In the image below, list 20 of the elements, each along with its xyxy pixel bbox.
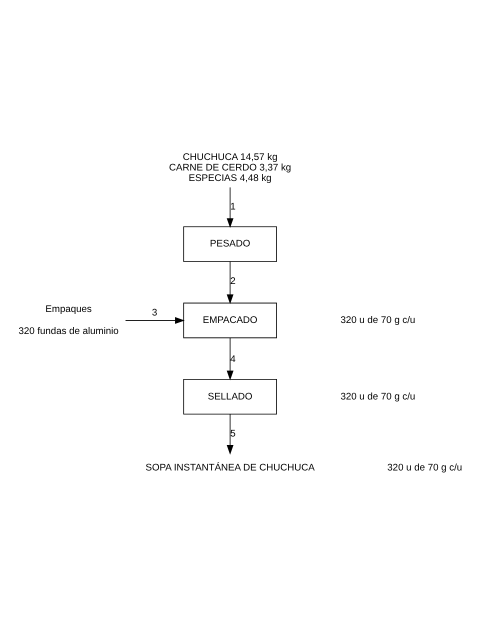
arrow xyxy=(226,186,234,228)
edge-label: 3 xyxy=(152,307,158,318)
edge-label: 4 xyxy=(230,354,236,366)
edge-label: 1 xyxy=(230,201,236,212)
label: 320 u de 70 g c/u xyxy=(387,462,462,474)
node-text: CHUCHUCA 14,57 kg CARNE DE CERDO 3,37 kg ESPECIAS 4,48 kg xyxy=(169,152,292,184)
edge-label: 2 xyxy=(230,276,236,287)
node-text: SOPA INSTANTÁNEA DE CHUCHUCA xyxy=(146,462,315,474)
arrow xyxy=(125,317,185,324)
node-text: Empaques xyxy=(45,304,92,316)
node-box: PESADO xyxy=(183,226,277,262)
label: 320 u de 70 g c/u xyxy=(340,314,416,326)
edge-label: 5 xyxy=(230,428,236,440)
node-box: EMPACADO xyxy=(183,302,277,338)
arrow xyxy=(226,337,234,380)
node-label: 320 fundas de aluminio xyxy=(18,326,119,337)
arrow xyxy=(226,261,234,304)
label: 320 u de 70 g c/u xyxy=(340,391,416,402)
node-box: SELLADO xyxy=(183,379,277,415)
arrow xyxy=(226,414,234,455)
